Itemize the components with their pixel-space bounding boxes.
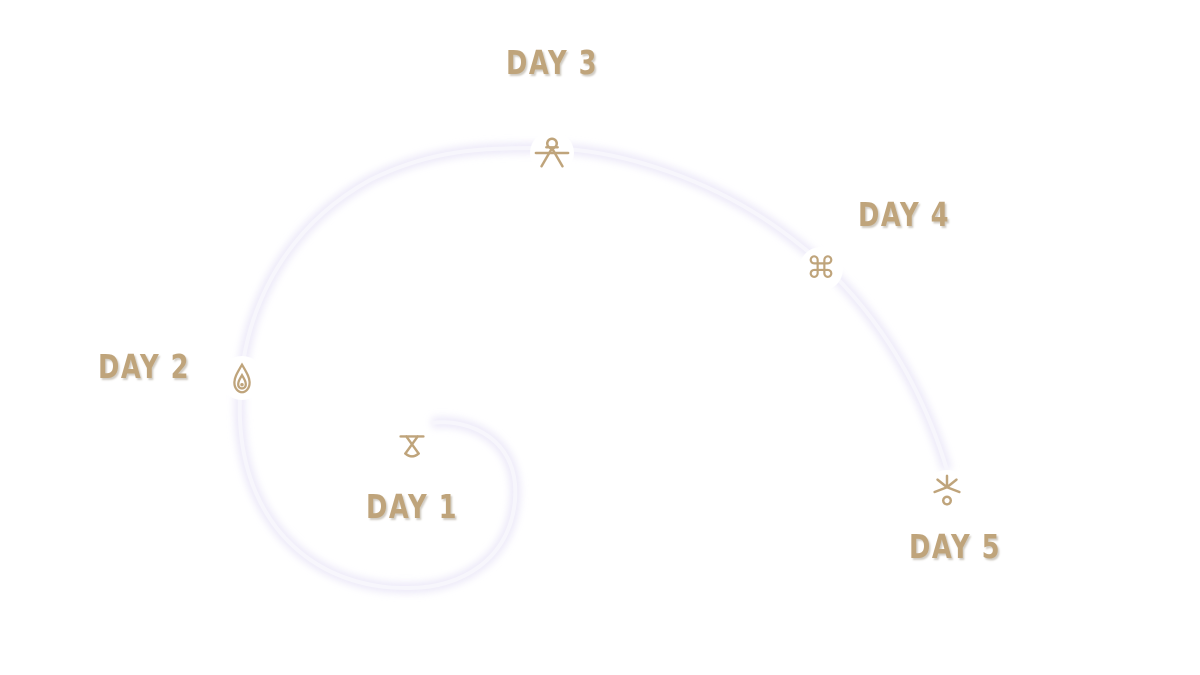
day-3-label: DAY 3 xyxy=(506,43,599,82)
sun-spark-icon xyxy=(925,470,969,514)
day-4-label: DAY 4 xyxy=(858,195,951,234)
day-1-label: DAY 1 xyxy=(366,487,459,526)
day-2-label: DAY 2 xyxy=(98,347,191,386)
drop-icon xyxy=(220,356,264,400)
inverted-ankh-icon xyxy=(390,423,434,467)
ankh-cross-icon xyxy=(530,131,574,175)
day-5-label: DAY 5 xyxy=(909,527,1002,566)
command-loop-icon: ⌘ xyxy=(799,247,843,291)
